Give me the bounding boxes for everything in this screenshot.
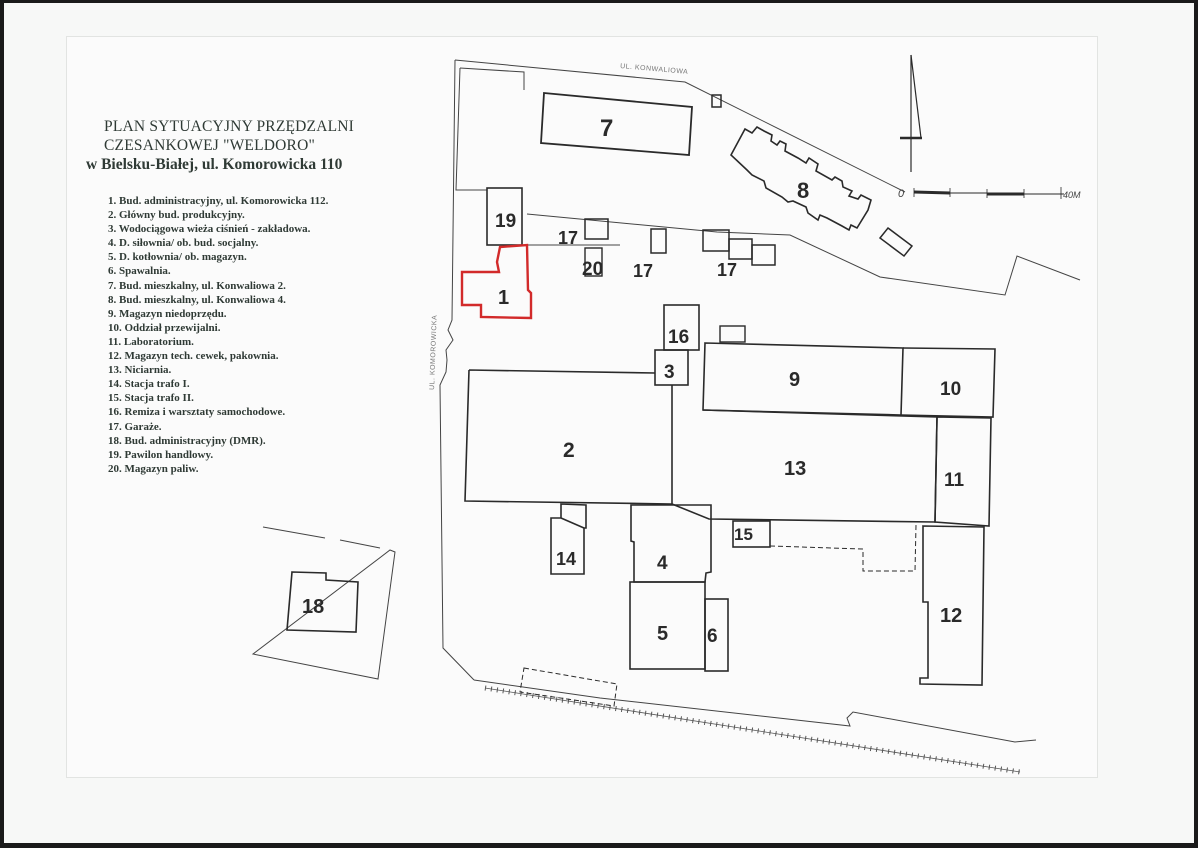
building-2	[464, 369, 673, 505]
legend-item: 16. Remiza i warsztaty samochodowe.	[108, 406, 286, 419]
legend-item: 7. Bud. mieszkalny, ul. Konwaliowa 2.	[108, 279, 286, 292]
building-label-12: 12	[940, 605, 962, 627]
legend-item: 11. Laboratorium.	[108, 335, 194, 348]
legend-item: 4. D. siłownia/ ob. bud. socjalny.	[108, 237, 259, 250]
small-structure	[719, 325, 746, 343]
building-label-16: 16	[668, 327, 689, 348]
building-10	[900, 347, 996, 418]
building-15	[732, 520, 771, 548]
building-label-11: 11	[944, 470, 965, 491]
property-boundary	[251, 59, 1081, 743]
building-label-3: 3	[664, 362, 675, 383]
legend-item: 9. Magazyn niedoprzędu.	[108, 307, 227, 320]
building-label-1: 1	[498, 287, 509, 309]
garage	[728, 238, 753, 260]
garage	[650, 228, 667, 254]
building-label-20: 20	[582, 259, 603, 280]
north-arrow-icon	[900, 54, 922, 172]
railway-track	[484, 685, 1021, 775]
building-label-8: 8	[797, 178, 809, 203]
building-label-17: 17	[558, 228, 578, 248]
building-11	[934, 416, 992, 527]
building-label-19: 19	[495, 211, 516, 232]
title-address: w Bielsku-Białej, ul. Komorowicka 110	[86, 156, 343, 173]
building-6	[704, 598, 729, 672]
legend-item: 10. Oddział przewijalni.	[108, 321, 221, 334]
building-9	[702, 342, 904, 416]
small-structure	[878, 226, 914, 258]
building-label-18: 18	[302, 596, 324, 618]
legend-item: 3. Wodociągowa wieża ciśnień - zakładowa…	[108, 223, 311, 236]
legend-item: 17. Garaże.	[108, 420, 162, 433]
scale-start-label: 0	[898, 188, 905, 200]
building-label-15: 15	[734, 525, 753, 544]
planned-outline	[769, 524, 917, 572]
title-line-2: CZESANKOWEJ "WELDORO"	[104, 137, 316, 154]
building-19	[486, 187, 523, 246]
scale-end-label: 40M	[1063, 190, 1081, 200]
building-label-5: 5	[657, 623, 668, 645]
building-legend: 1. Bud. administracyjny, ul. Komorowicka…	[108, 194, 328, 476]
street-label-komorowicka: UL. KOMOROWICKA	[429, 315, 439, 390]
legend-item: 14. Stacja trafo I.	[108, 378, 190, 391]
legend-item: 1. Bud. administracyjny, ul. Komorowicka…	[108, 195, 329, 207]
small-structure	[711, 94, 722, 108]
legend-item: 15. Stacja trafo II.	[108, 392, 194, 405]
building-label-6: 6	[707, 626, 718, 647]
garage	[751, 244, 776, 266]
title-line-1: PLAN SYTUACYJNY PRZĘDZALNI	[104, 118, 355, 135]
legend-item: 12. Magazyn tech. cewek, pakownia.	[108, 350, 279, 363]
building-20	[584, 247, 603, 277]
building-1-highlighted	[460, 243, 533, 320]
building-label-7: 7	[600, 115, 613, 142]
legend-item: 13. Niciarnia.	[108, 364, 172, 377]
building-18	[286, 571, 359, 633]
building-12	[919, 525, 985, 686]
legend-item: 6. Spawalnia.	[108, 265, 171, 278]
legend-item: 5. D. kotłownia/ ob. magazyn.	[108, 251, 247, 264]
building-label-10: 10	[940, 379, 961, 400]
building-label-4: 4	[657, 553, 668, 574]
legend-item: 2. Główny bud. produkcyjny.	[108, 209, 245, 222]
page-frame	[66, 36, 1098, 778]
building-label-14: 14	[556, 549, 576, 569]
planned-outline	[519, 667, 618, 707]
building-7	[540, 92, 693, 156]
building-label-2: 2	[563, 439, 575, 462]
building-label-9: 9	[789, 369, 800, 391]
legend-item: 18. Bud. administracyjny (DMR).	[108, 434, 266, 447]
building-14	[550, 503, 587, 575]
building-label-17: 17	[633, 261, 653, 281]
legend-item: 20. Magazyn paliw.	[108, 462, 199, 475]
building-label-17: 17	[717, 260, 737, 280]
garage	[702, 229, 730, 252]
legend-item: 8. Bud. mieszkalny, ul. Konwaliowa 4.	[108, 293, 286, 306]
scale-bar	[913, 187, 1064, 199]
building-label-13: 13	[784, 458, 806, 480]
legend-item: 19. Pawilon handlowy.	[108, 448, 214, 461]
garage	[584, 218, 609, 240]
building-4	[630, 504, 712, 583]
street-label-konwaliowa: UL. KONWALIOWA	[620, 63, 689, 76]
building-8	[730, 125, 872, 232]
